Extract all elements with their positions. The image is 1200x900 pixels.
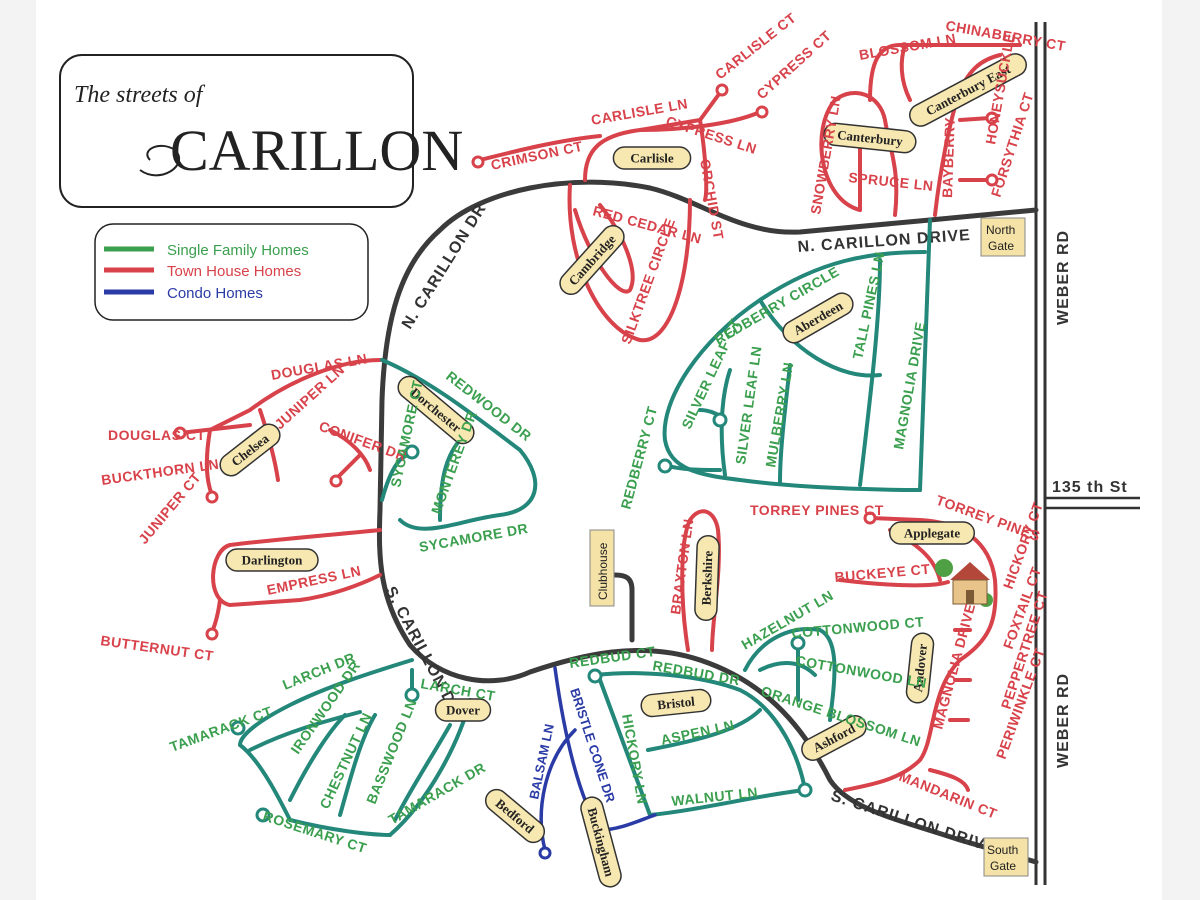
tag-bristol: Bristol: [640, 688, 712, 718]
logo-title: CARILLON: [170, 118, 463, 183]
tag-label-bristol: Bristol: [657, 694, 696, 713]
carillon-drive: [376, 179, 1039, 865]
label-silver-leaf-ln: SILVER LEAF LN: [732, 345, 764, 466]
tag-darlington: Darlington: [225, 548, 319, 572]
svg-text:Gate: Gate: [990, 859, 1016, 873]
label-butternut-ct: BUTTERNUT CT: [100, 632, 215, 664]
label-tamarack-dr: TAMARACK DR: [386, 759, 489, 828]
svg-text:Gate: Gate: [988, 239, 1014, 253]
legend-label-condo: Condo Homes: [167, 285, 263, 302]
label-hickory-ln: HICKORY LN: [619, 713, 651, 806]
label-blossom-ln: BLOSSOM LN: [858, 30, 958, 63]
svg-text:North: North: [986, 223, 1015, 237]
label-silktree-circle: SILKTREE CIRCLE: [618, 216, 678, 346]
label-sycamore-ct: SYCAMORE CT: [387, 379, 425, 489]
tag-berkshire: Berkshire: [694, 534, 720, 622]
townhouse-culdesacs: [173, 83, 999, 641]
tag-label-canterbury: Canterbury: [837, 127, 904, 149]
condo-culdesac: [538, 846, 552, 860]
legend-label-single: Single Family Homes: [167, 242, 309, 259]
label-bayberry: BAYBERRY: [939, 117, 958, 198]
svg-text:Clubhouse: Clubhouse: [596, 542, 610, 600]
label-magnolia-drive-s: MAGNOLIA DRIVE: [929, 602, 978, 731]
tag-label-dover: Dover: [446, 703, 480, 718]
weber-rd-label-top: WEBER RD: [1055, 230, 1072, 325]
legend: Single Family Homes Town House Homes Con…: [94, 223, 369, 321]
label-cottonwood-ct: COTTONWOOD CT: [791, 613, 925, 641]
logo: The streets of CARILLON: [59, 54, 463, 208]
label-buckeye-ct: BUCKEYE CT: [834, 561, 931, 585]
st-135-label: 135 th St: [1052, 479, 1128, 496]
tag-andover: Andover: [905, 632, 935, 704]
label-mulberry-ln: MULBERRY LN: [762, 361, 796, 469]
clubhouse: Clubhouse: [589, 529, 615, 607]
tag-label-carlisle: Carlisle: [630, 151, 674, 166]
label-cottonwood-ln: COTTONWOOD LN: [794, 652, 928, 691]
tag-label-darlington: Darlington: [242, 553, 303, 568]
label-braxton-ln: BRAXTON LN: [667, 518, 696, 616]
label-orchid-st: ORCHID ST: [697, 158, 727, 241]
tag-applegate: Applegate: [888, 521, 976, 545]
house-icon: [935, 559, 993, 607]
label-tall-pines-ln: TALL PINES LN: [849, 250, 887, 360]
weber-road: WEBER RD WEBER RD 135 th St: [1034, 22, 1140, 885]
legend-label-townhouse: Town House Homes: [167, 263, 301, 280]
south-gate: South Gate: [983, 837, 1029, 877]
label-redbud-dr: REDBUD DR: [651, 657, 741, 688]
svg-text:South: South: [987, 843, 1018, 857]
single-family-culdesacs: [230, 412, 813, 823]
label-redberry-ct: REDBERRY CT: [617, 404, 660, 510]
label-douglas-ct: DOUGLAS CT: [108, 427, 206, 443]
label-buckthorn-ln: BUCKTHORN LN: [100, 456, 220, 488]
tag-label-berkshire: Berkshire: [699, 550, 716, 605]
tag-dover: Dover: [434, 698, 492, 722]
label-torrey-pines-ct: TORREY PINES CT: [750, 502, 884, 518]
north-gate: North Gate: [980, 217, 1026, 257]
weber-rd-label-bottom: WEBER RD: [1055, 673, 1072, 768]
tag-label-andover: Andover: [910, 643, 930, 693]
logo-subtitle: The streets of: [74, 82, 206, 108]
single-family-streets: [237, 218, 932, 838]
tag-buckingham: Buckingham: [580, 796, 622, 888]
label-redbud-ct: REDBUD CT: [568, 643, 656, 671]
tag-canterbury: Canterbury: [823, 122, 917, 154]
label-hazelnut-ln: HAZELNUT LN: [739, 587, 837, 653]
label-crimson-ct: CRIMSON CT: [489, 138, 584, 173]
label-aspen-ln: ASPEN LN: [659, 717, 735, 748]
tag-carlisle: Carlisle: [612, 146, 692, 170]
label-sycamore-dr: SYCAMORE DR: [418, 520, 530, 555]
logo-flourish-icon: [139, 144, 181, 177]
tag-label-applegate: Applegate: [904, 526, 961, 541]
